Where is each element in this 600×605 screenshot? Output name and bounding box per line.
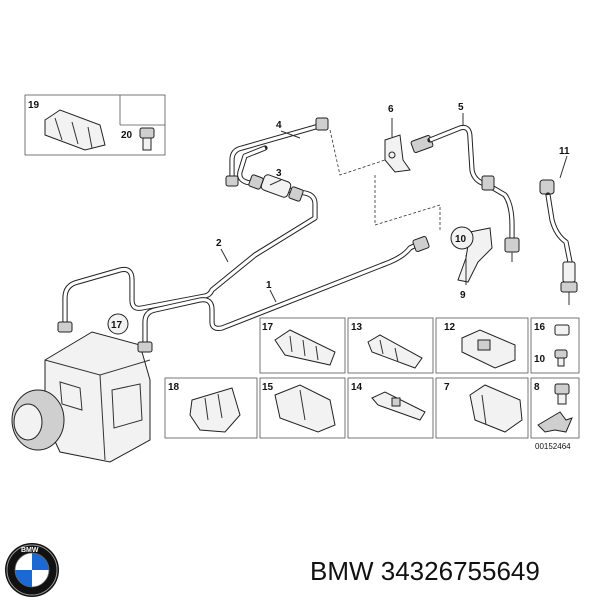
hose-11: [539, 155, 578, 305]
part-16-drawing: [554, 324, 570, 336]
leader-lines: [220, 130, 467, 303]
grid-label-8: 8: [534, 382, 540, 393]
bmw-logo: BMW: [5, 543, 59, 597]
parts-grid: [164, 317, 580, 439]
pipe-4: [225, 117, 329, 187]
grid-label-13: 13: [351, 322, 363, 333]
guide-lines: [329, 129, 441, 232]
callout-17-circle: [107, 313, 129, 335]
bmw-logo-text: BMW: [21, 547, 39, 554]
part-15-drawing: [274, 384, 336, 433]
direction-arrow-icon: [537, 411, 573, 433]
callout-10: 10: [455, 234, 467, 245]
inset-19-20: [24, 94, 166, 156]
callout-19: 19: [28, 100, 40, 111]
grid-label-7: 7: [444, 382, 450, 393]
part-8-drawing: [554, 383, 570, 395]
brake-hose-5: [410, 113, 520, 262]
part-13-drawing: [367, 334, 423, 369]
grid-label-15: 15: [262, 382, 274, 393]
callout-17: 17: [111, 320, 123, 331]
callout-4: 4: [276, 120, 282, 131]
pipe-fittings: [57, 236, 430, 353]
grid-label-16: 16: [534, 322, 546, 333]
part-number-title: BMW 34326755649: [310, 556, 540, 586]
part-18-drawing: [189, 387, 241, 433]
grid-label-14: 14: [351, 382, 363, 393]
callout-20: 20: [121, 130, 133, 141]
grid-label-12: 12: [444, 322, 456, 333]
connector-3: [248, 174, 304, 202]
part-10-drawing: [554, 349, 568, 359]
abs-unit: [11, 331, 151, 463]
brake-pipe-1: [142, 241, 421, 348]
callout-11: 11: [559, 146, 570, 157]
drawing-number: 00152464: [535, 442, 571, 451]
callout-9: 9: [460, 290, 466, 301]
callout-2: 2: [216, 238, 222, 249]
grid-label-18: 18: [168, 382, 180, 393]
callout-numbers: 4 3 2 1 6 5 11 10 9 17 19 20 17 13 12 16…: [28, 100, 571, 451]
callout-5: 5: [458, 102, 464, 113]
grid-label-17: 17: [262, 322, 274, 333]
callout-1: 1: [266, 280, 272, 291]
callout-6: 6: [388, 104, 394, 115]
callout-3: 3: [276, 168, 282, 179]
part-7-drawing: [469, 384, 523, 433]
bracket-6: [384, 118, 411, 173]
grid-label-10: 10: [534, 354, 546, 365]
part-17-drawing: [274, 329, 336, 366]
